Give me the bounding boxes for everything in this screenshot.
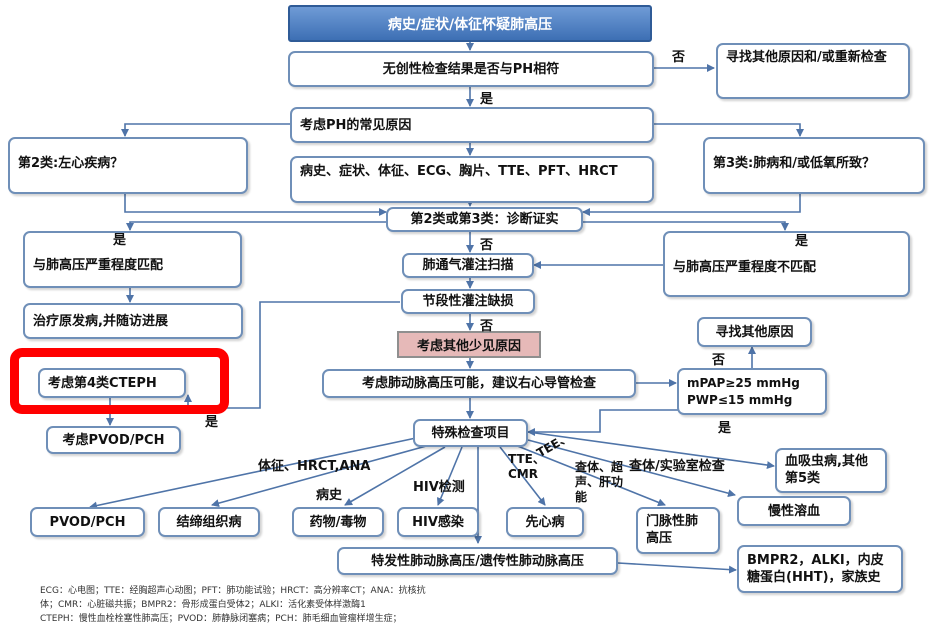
ctd-text: 结缔组织病: [176, 514, 242, 530]
find-other-box: 寻找其他原因: [697, 317, 812, 347]
portal-text: 门脉性肺高压: [646, 514, 699, 546]
label-signs-us-lft: 查体、超声、肝功能: [575, 460, 624, 504]
mismatch-severity-text: 与肺高压严重程度不匹配: [673, 259, 817, 275]
drugs-text: 药物/毒物: [309, 514, 367, 530]
chd-text: 先心病: [525, 514, 565, 530]
common-causes-text: 考虑PH的常见原因: [300, 117, 412, 133]
hiv-box: HIV感染: [397, 507, 479, 537]
ipah-box: 特发性肺动脉高压/遗传性肺动脉高压: [337, 547, 618, 575]
label-history: 病史: [316, 488, 343, 503]
group3-text: 第3类:肺病和/或低氧所致？: [713, 156, 875, 171]
confirm-text: 第2类或第3类：诊断证实: [410, 212, 559, 227]
rare-causes-box: 考虑其他少见原因: [397, 331, 541, 358]
drugs-box: 药物/毒物: [292, 507, 384, 537]
label-yes-seg: 是: [205, 415, 219, 430]
treat-primary-box: 治疗原发病,并随访进展: [23, 303, 243, 339]
schisto-box: 血吸虫病,其他第5类: [775, 448, 887, 493]
history-tests-text: 病史、症状、体征、ECG、胸片、TTE、PFT、HRCT: [300, 164, 618, 179]
title-text: 病史/症状/体征怀疑肺高压: [387, 16, 553, 33]
label-signs-hrct-ana: 体征、HRCT,ANA: [258, 459, 371, 474]
ctd-box: 结缔组织病: [158, 507, 260, 537]
mismatch-severity-box: 与肺高压严重程度不匹配: [663, 231, 910, 297]
special-tests-box: 特殊检查项目: [413, 419, 528, 447]
hemodynamics-pwp: PWP≤15 mmHg: [687, 392, 793, 407]
group3-box: 第3类:肺病和/或低氧所致？: [703, 137, 925, 194]
label-tte-cmr: TTE、CMR: [508, 452, 545, 481]
other-causes-recheck-text: 寻找其他原因和/或重新检查: [726, 50, 887, 65]
history-tests-box: 病史、症状、体征、ECG、胸片、TTE、PFT、HRCT: [290, 156, 654, 203]
hemodynamics-box: mPAP≥25 mmHg PWP≤15 mmHg: [677, 368, 827, 415]
vq-scan-box: 肺通气灌注扫描: [402, 253, 534, 278]
label-yes-hemo: 是: [718, 421, 732, 436]
match-severity-box: 与肺高压严重程度匹配: [23, 231, 242, 288]
cteph-box: 考虑第4类CTEPH: [38, 368, 186, 398]
confirm-box: 第2类或第3类：诊断证实: [386, 207, 583, 232]
noninvasive-text: 无创性检查结果是否与PH相符: [382, 61, 560, 77]
hemolysis-box: 慢性溶血: [737, 496, 851, 526]
footnote-line-3: CTEPH：慢性血栓栓塞性肺高压；PVOD：肺静脉闭塞病；PCH：肺毛细血管瘤样…: [40, 614, 402, 624]
pah-rhc-text: 考虑肺动脉高压可能，建议右心导管检查: [361, 376, 596, 391]
hemolysis-text: 慢性溶血: [767, 503, 820, 519]
portal-box: 门脉性肺高压: [636, 507, 720, 554]
label-yes-left: 是: [113, 233, 127, 248]
pvod-left-box: 考虑PVOD/PCH: [46, 426, 181, 454]
pvod-text: PVOD/PCH: [49, 514, 126, 530]
pvod-left-text: 考虑PVOD/PCH: [62, 432, 165, 448]
hemodynamics-mpap: mPAP≥25 mmHg: [687, 375, 800, 390]
genes-text: BMPR2，ALKI，内皮糖蛋白(HHT)，家族史: [747, 553, 884, 585]
hiv-text: HIV感染: [412, 514, 464, 530]
segmental-box: 节段性灌注缺损: [401, 289, 535, 314]
title-box: 病史/症状/体征怀疑肺高压: [288, 5, 652, 42]
pvod-box: PVOD/PCH: [30, 507, 145, 537]
footnote-line-2: 体；CMR：心脏磁共振；BMPR2：骨形成蛋白受体2；ALKI：活化素受体样激酶…: [40, 600, 366, 610]
pah-rhc-box: 考虑肺动脉高压可能，建议右心导管检查: [322, 369, 636, 398]
group2-text: 第2类:左心疾病？: [18, 156, 124, 171]
ipah-text: 特发性肺动脉高压/遗传性肺动脉高压: [371, 553, 584, 569]
cteph-highlight-frame: [10, 348, 229, 414]
label-yes-right: 是: [795, 234, 809, 249]
label-no-seg: 否: [480, 319, 494, 334]
group2-box: 第2类:左心疾病？: [8, 137, 248, 194]
genes-box: BMPR2，ALKI，内皮糖蛋白(HHT)，家族史: [737, 545, 903, 593]
footnote-line-1: ECG：心电图；TTE：经胸超声心动图；PFT：肺功能试验；HRCT：高分辨率C…: [40, 586, 426, 596]
rare-causes-text: 考虑其他少见原因: [416, 339, 521, 354]
label-tee: TEE、: [534, 429, 573, 461]
common-causes-box: 考虑PH的常见原因: [290, 107, 654, 143]
treat-primary-text: 治疗原发病,并随访进展: [33, 313, 168, 329]
match-severity-text: 与肺高压严重程度匹配: [33, 258, 164, 273]
label-exam-lab: 查体/实验室检查: [629, 459, 725, 474]
find-other-text: 寻找其他原因: [715, 324, 794, 340]
other-causes-recheck-box: 寻找其他原因和/或重新检查: [716, 43, 910, 99]
chd-box: 先心病: [506, 507, 584, 537]
schisto-text: 血吸虫病,其他第5类: [785, 454, 868, 486]
segmental-text: 节段性灌注缺损: [422, 294, 514, 309]
label-yes-1: 是: [480, 92, 494, 107]
cteph-text: 考虑第4类CTEPH: [48, 375, 157, 391]
label-no-1: 否: [672, 50, 686, 65]
special-tests-text: 特殊检查项目: [431, 425, 510, 441]
label-no-vq: 否: [480, 238, 494, 253]
vq-scan-text: 肺通气灌注扫描: [422, 258, 514, 273]
label-no-hemo: 否: [712, 353, 726, 368]
noninvasive-box: 无创性检查结果是否与PH相符: [288, 51, 654, 87]
label-hiv-test: HIV检测: [413, 480, 465, 495]
